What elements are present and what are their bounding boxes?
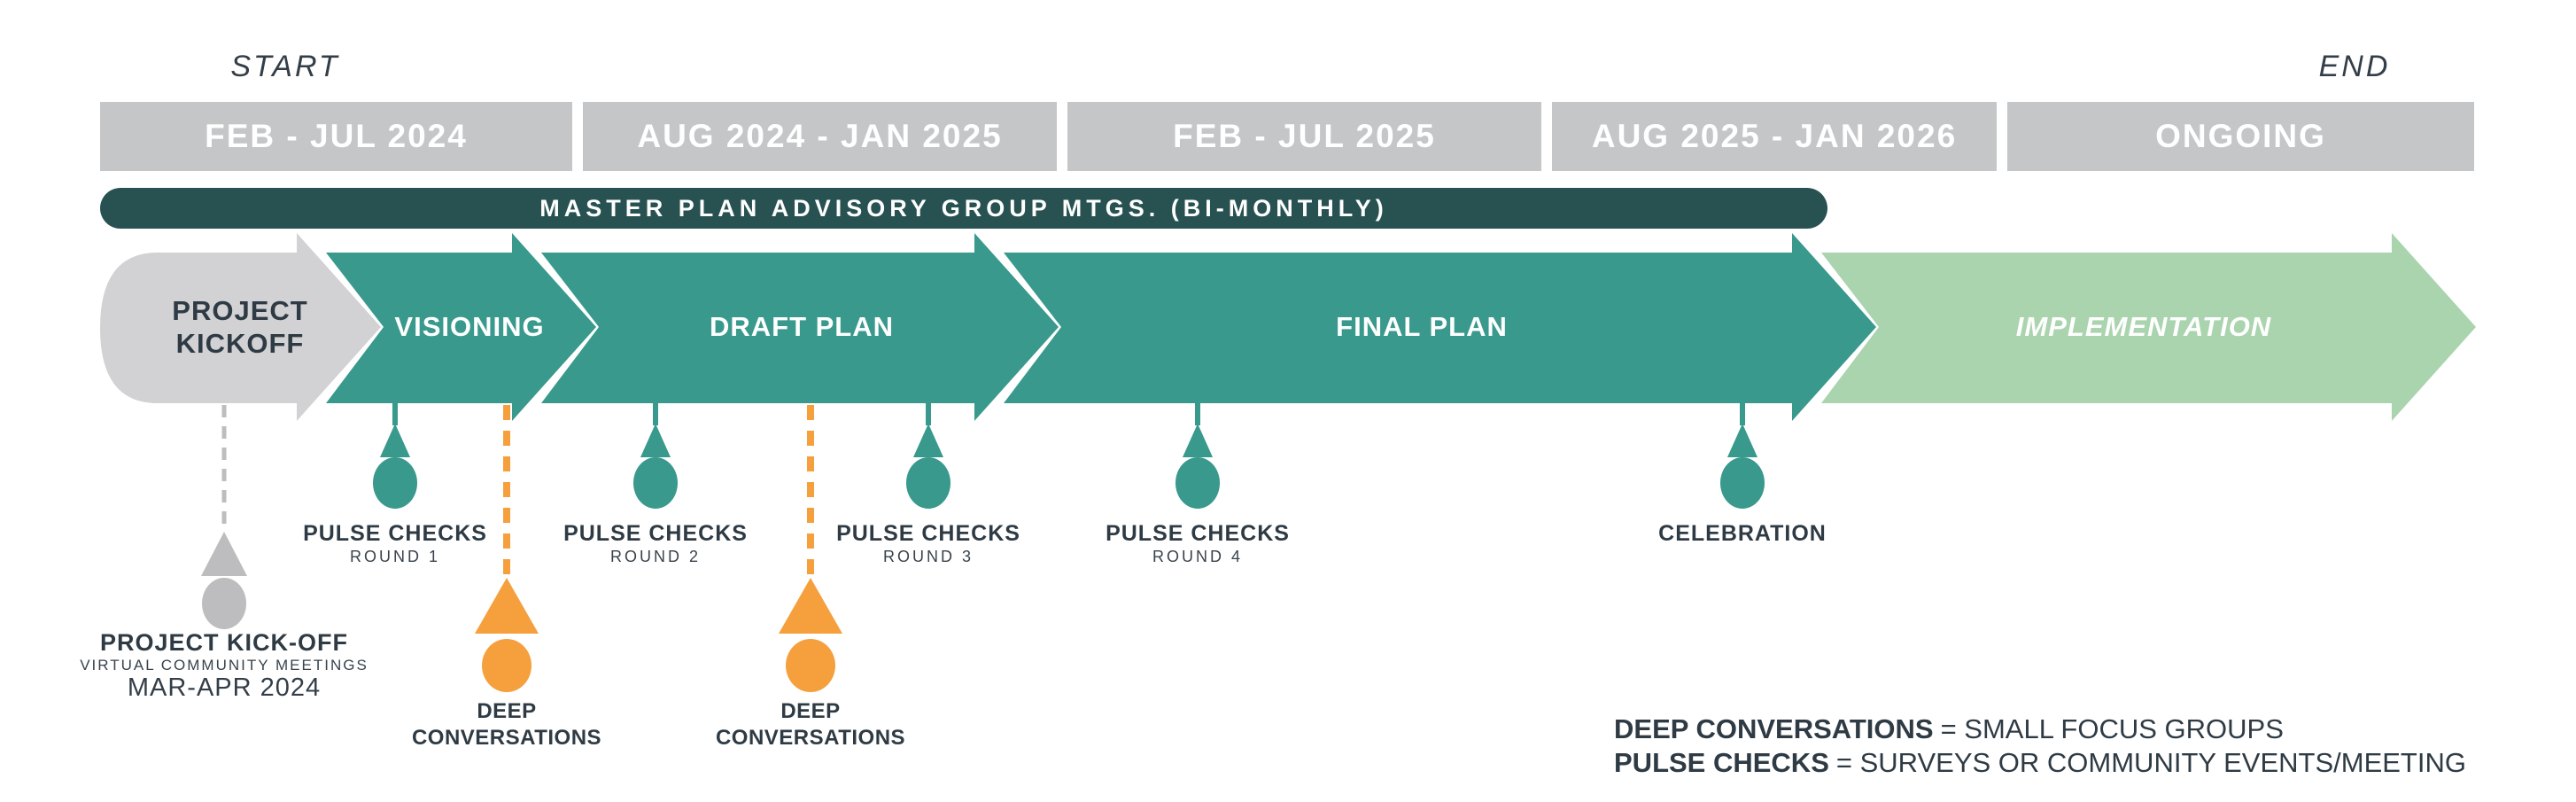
pulse-funnel xyxy=(380,424,410,457)
pulse-checks-2-round: ROUND 2 xyxy=(609,548,702,565)
kickoff-triangle xyxy=(201,532,247,576)
legend-term: PULSE CHECKS xyxy=(1614,747,1829,778)
pulse-checks-1-round: ROUND 1 xyxy=(349,548,441,565)
pulse-check-marker-4 xyxy=(1175,403,1220,509)
legend-term: DEEP CONVERSATIONS xyxy=(1614,713,1934,744)
pulse-funnel xyxy=(913,424,943,457)
date-band-feb-jul-2024: FEB - JUL 2024 xyxy=(100,102,572,171)
phase-label-project-kickoff: PROJECT KICKOFF xyxy=(172,295,308,359)
deep-triangle xyxy=(779,578,842,634)
celebration-title: CELEBRATION xyxy=(1658,521,1827,546)
legend-definition: = SURVEYS OR COMMUNITY EVENTS/MEETING xyxy=(1835,747,2466,778)
deep-circle xyxy=(482,639,531,692)
pulse-checks-3-round: ROUND 3 xyxy=(882,548,974,565)
pulse-stem xyxy=(653,403,658,425)
advisory-group-bar: MASTER PLAN ADVISORY GROUP MTGS. (BI-MON… xyxy=(100,188,1827,229)
pulse-stem xyxy=(1195,403,1200,425)
pulse-checks-4-round: ROUND 4 xyxy=(1152,548,1244,565)
legend-definition: = SMALL FOCUS GROUPS xyxy=(1940,713,2284,744)
deep-conversations-2-label: DEEP CONVERSATIONS xyxy=(715,699,906,750)
pulse-circle xyxy=(906,457,950,509)
pulse-check-marker-1 xyxy=(373,403,417,509)
pulse-circle xyxy=(1175,457,1220,509)
celebration-marker xyxy=(1720,403,1765,509)
kickoff-circle xyxy=(202,578,246,629)
project-kickoff-shape xyxy=(100,233,381,421)
legend-line-pulse-checks: PULSE CHECKS= SURVEYS OR COMMUNITY EVENT… xyxy=(1614,746,2466,780)
phase-label-implementation: IMPLEMENTATION xyxy=(2015,311,2272,342)
end-label: END xyxy=(2318,50,2391,83)
start-label: START xyxy=(230,50,340,83)
kickoff-milestone-marker xyxy=(201,405,247,629)
pulse-checks-2-title: PULSE CHECKS xyxy=(563,521,748,546)
pulse-funnel xyxy=(1183,424,1213,457)
pulse-stem xyxy=(926,403,931,425)
legend: DEEP CONVERSATIONS= SMALL FOCUS GROUPS P… xyxy=(1614,712,2466,780)
celebration-funnel xyxy=(1727,424,1757,457)
phase-label-final-plan: FINAL PLAN xyxy=(1336,311,1508,342)
phase-label-draft-plan: DRAFT PLAN xyxy=(709,311,895,342)
pulse-check-marker-3 xyxy=(906,403,950,509)
deep-conversations-marker-1 xyxy=(475,405,539,692)
phase-label-visioning: VISIONING xyxy=(394,311,545,342)
deep-conversations-marker-2 xyxy=(779,405,842,692)
kickoff-note-dates: MAR-APR 2024 xyxy=(127,674,322,702)
deep-triangle xyxy=(475,578,539,634)
legend-line-deep-conversations: DEEP CONVERSATIONS= SMALL FOCUS GROUPS xyxy=(1614,712,2466,746)
date-band-aug-2024-jan-2025: AUG 2024 - JAN 2025 xyxy=(583,102,1057,171)
implementation-arrow xyxy=(1821,233,2476,421)
pulse-check-marker-2 xyxy=(633,403,678,509)
pulse-circle xyxy=(633,457,678,509)
deep-circle xyxy=(786,639,835,692)
celebration-circle xyxy=(1720,457,1765,509)
pulse-stem xyxy=(392,403,398,425)
pulse-checks-3-title: PULSE CHECKS xyxy=(836,521,1020,546)
advisory-group-bar-label: MASTER PLAN ADVISORY GROUP MTGS. (BI-MON… xyxy=(539,194,1388,222)
draft-plan-arrow xyxy=(541,233,1059,421)
final-plan-arrow xyxy=(1004,233,1876,421)
date-band-aug-2025-jan-2026: AUG 2025 - JAN 2026 xyxy=(1552,102,1997,171)
date-band-ongoing: ONGOING xyxy=(2007,102,2474,171)
pulse-funnel xyxy=(640,424,671,457)
kickoff-note-title: PROJECT KICK-OFF xyxy=(99,629,349,656)
visioning-arrow xyxy=(326,233,596,421)
pulse-circle xyxy=(373,457,417,509)
deep-conversations-1-label: DEEP CONVERSATIONS xyxy=(411,699,602,750)
date-band-feb-jul-2025: FEB - JUL 2025 xyxy=(1067,102,1541,171)
kickoff-note-subtitle: VIRTUAL COMMUNITY MEETINGS xyxy=(80,657,369,674)
pulse-checks-4-title: PULSE CHECKS xyxy=(1106,521,1290,546)
celebration-stem xyxy=(1740,403,1745,425)
pulse-checks-1-title: PULSE CHECKS xyxy=(303,521,487,546)
